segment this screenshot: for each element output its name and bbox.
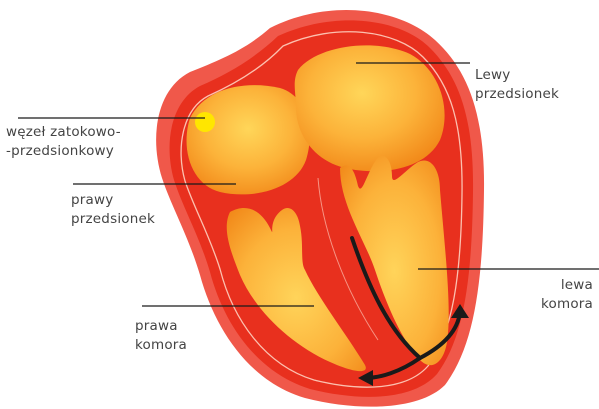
label-left-atrium: Lewy przedsionek xyxy=(475,66,575,104)
label-left-ventricle-line1: lewa xyxy=(523,276,593,295)
label-sinoatrial-node: węzeł zatokowo- -przedsionkowy xyxy=(6,123,121,161)
label-right-ventricle-line2: komora xyxy=(135,336,187,355)
label-right-ventricle: prawa komora xyxy=(135,317,187,355)
label-right-atrium-line1: prawy xyxy=(71,191,155,210)
label-right-atrium-line2: przedsionek xyxy=(71,210,155,229)
label-right-atrium: prawy przedsionek xyxy=(71,191,155,229)
label-left-ventricle: lewa komora xyxy=(523,276,593,314)
right-atrium xyxy=(187,85,310,194)
label-sinoatrial-node-line2: -przedsionkowy xyxy=(6,142,121,161)
label-left-atrium-line1: Lewy xyxy=(475,66,575,85)
sinoatrial-node xyxy=(195,112,215,132)
left-atrium xyxy=(295,45,445,171)
label-sinoatrial-node-line1: węzeł zatokowo- xyxy=(6,123,121,142)
label-left-ventricle-line2: komora xyxy=(523,295,593,314)
label-left-atrium-line2: przedsionek xyxy=(475,85,575,104)
label-right-ventricle-line1: prawa xyxy=(135,317,187,336)
